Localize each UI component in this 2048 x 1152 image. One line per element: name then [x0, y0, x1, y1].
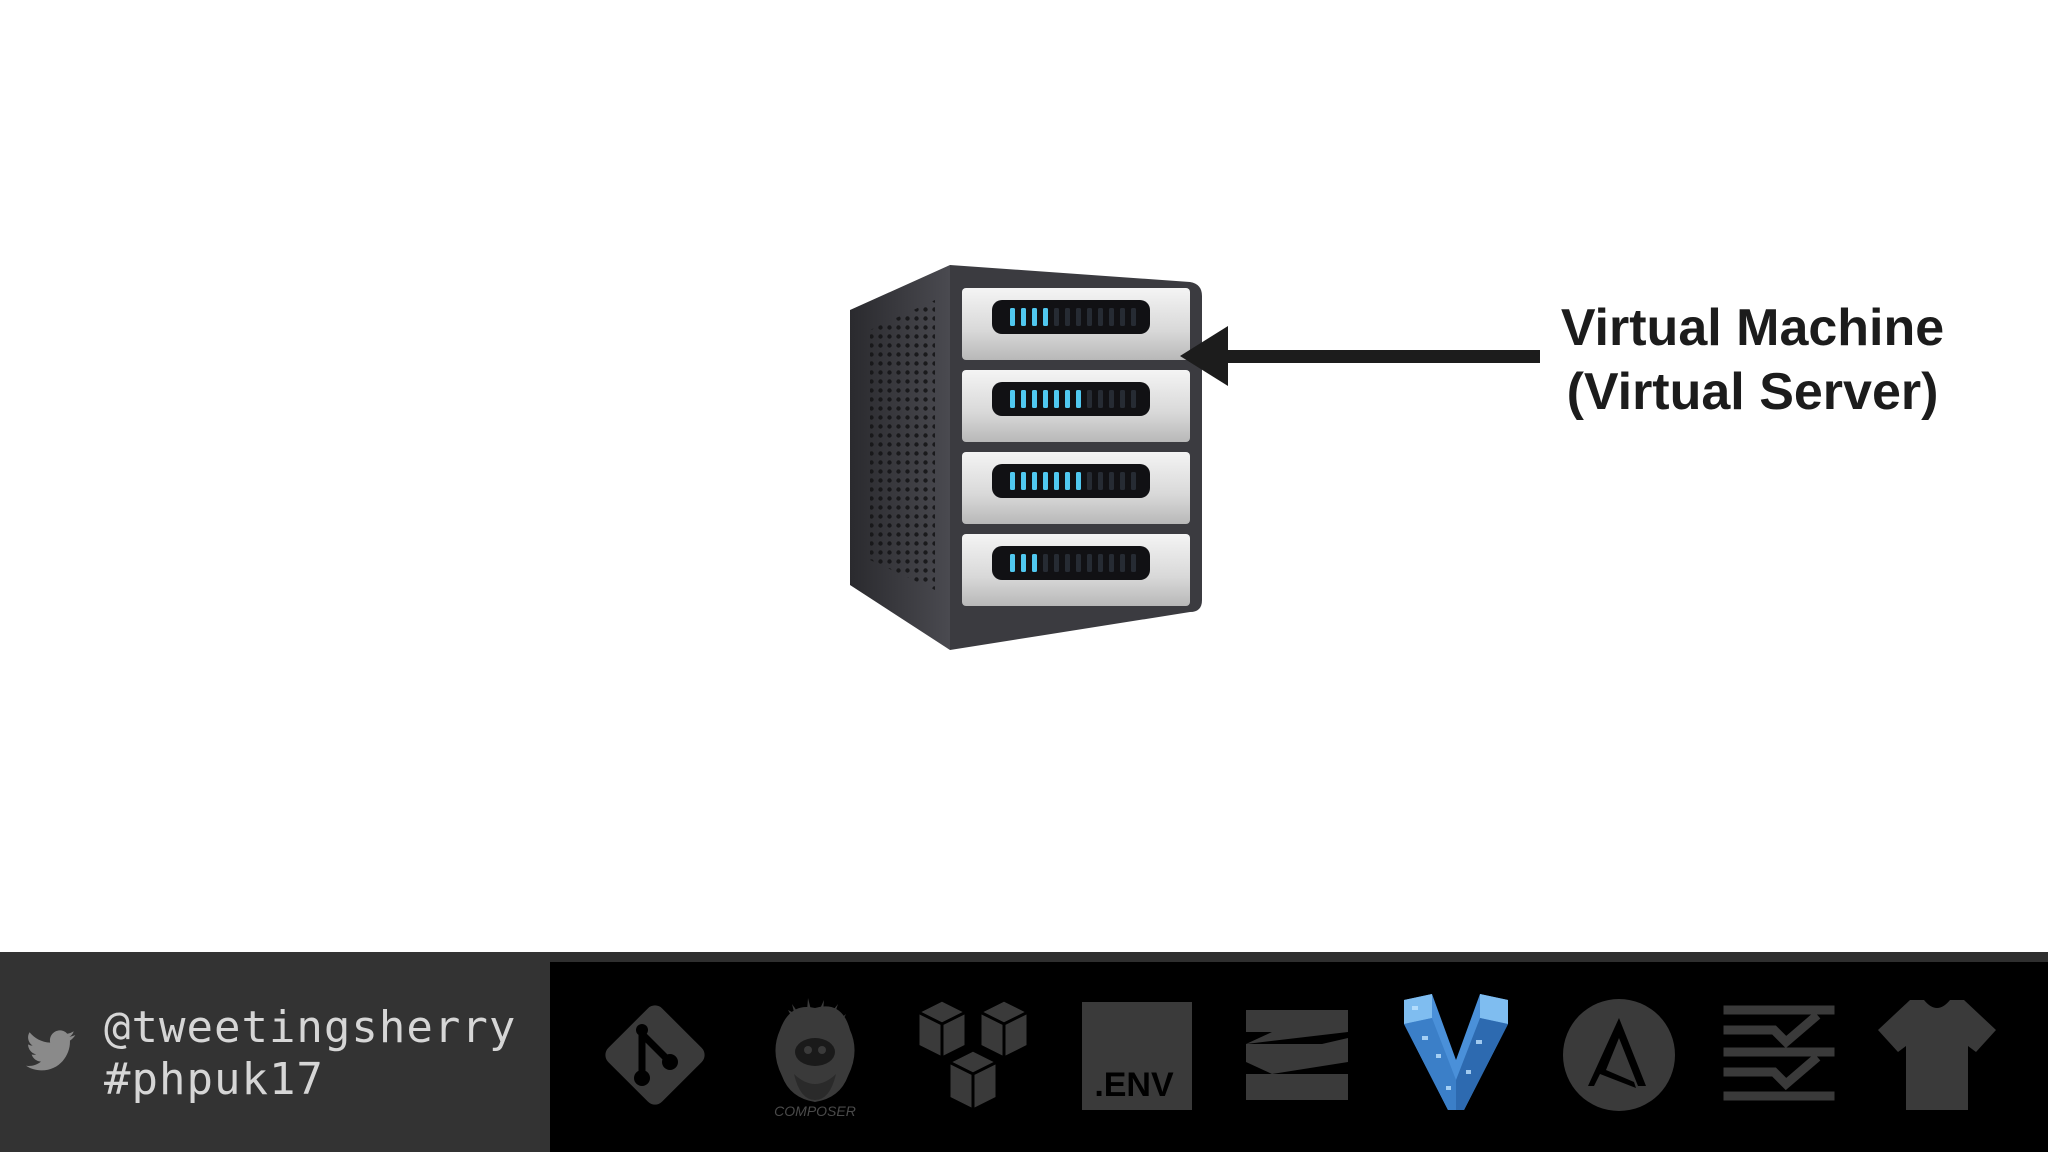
drive-led: [1109, 554, 1114, 572]
drive-led: [1032, 390, 1037, 408]
drive-led: [1021, 554, 1026, 572]
label-line-1: Virtual Machine: [1560, 299, 1945, 357]
drive-led: [1098, 554, 1103, 572]
drive-led: [1065, 390, 1070, 408]
twitter-handle[interactable]: @tweetingsherry: [104, 1002, 517, 1053]
drive-led: [1131, 554, 1136, 572]
drive-led: [1010, 390, 1015, 408]
drive-led: [1010, 554, 1015, 572]
footer-divider: [0, 952, 2048, 962]
drive-led: [1120, 390, 1125, 408]
drive-led: [1087, 472, 1092, 490]
drive-slot: [992, 300, 1150, 334]
event-hashtag[interactable]: #phpuk17: [104, 1054, 324, 1105]
drive-led: [1032, 308, 1037, 326]
composer-icon: COMPOSER: [750, 990, 880, 1120]
vagrant-icon: [1392, 990, 1522, 1120]
drive-led: [1131, 390, 1136, 408]
drive-led: [1098, 472, 1103, 490]
drive-led: [1120, 308, 1125, 326]
drive-led: [1054, 308, 1059, 326]
drive-led: [1131, 308, 1136, 326]
drive-slot: [992, 382, 1150, 416]
drive-led: [1109, 390, 1114, 408]
env-icon: .ENV: [1072, 990, 1202, 1120]
git-icon: [590, 990, 720, 1120]
drive-led: [1054, 554, 1059, 572]
shirt-icon: [1872, 990, 2002, 1120]
drive-led: [1131, 472, 1136, 490]
drive-led: [1120, 472, 1125, 490]
drive-slot: [992, 464, 1150, 498]
drive-led: [1043, 472, 1048, 490]
aws-cubes-icon: [910, 990, 1040, 1120]
label-line-2: (Virtual Server): [1566, 363, 1939, 421]
drive-led: [1021, 472, 1026, 490]
drive-led: [1054, 390, 1059, 408]
env-text: .ENV: [1094, 1066, 1174, 1104]
drive-led: [1021, 390, 1026, 408]
drive-led: [1065, 554, 1070, 572]
drive-led: [1076, 554, 1081, 572]
drive-led: [1043, 390, 1048, 408]
drive-led: [1109, 308, 1114, 326]
drive-led: [1043, 554, 1048, 572]
drive-led: [1076, 308, 1081, 326]
drive-led: [1043, 308, 1048, 326]
drive-led: [1098, 308, 1103, 326]
virtual-machine-label: Virtual Machine (Virtual Server): [1530, 296, 1975, 424]
drive-led: [1032, 554, 1037, 572]
server-bays: [962, 288, 1190, 606]
drive-led: [1010, 308, 1015, 326]
drive-slot: [992, 546, 1150, 580]
drive-led: [1087, 308, 1092, 326]
twitter-bird-icon: [26, 1030, 76, 1071]
drive-led: [1021, 308, 1026, 326]
server-rack-icon: [850, 265, 1202, 650]
drive-led: [1032, 472, 1037, 490]
composer-caption: COMPOSER: [774, 1103, 856, 1119]
drive-led: [1109, 472, 1114, 490]
drive-led: [1076, 390, 1081, 408]
drive-led: [1065, 308, 1070, 326]
drive-led: [1065, 472, 1070, 490]
drive-led: [1054, 472, 1059, 490]
checklist-icon: [1714, 990, 1844, 1120]
drive-led: [1087, 390, 1092, 408]
drive-led: [1010, 472, 1015, 490]
zend-icon: [1232, 990, 1362, 1120]
drive-led: [1076, 472, 1081, 490]
drive-led: [1098, 390, 1103, 408]
arrow-left-icon: [1180, 326, 1540, 386]
social-panel: [0, 952, 550, 1152]
drive-led: [1087, 554, 1092, 572]
ansible-icon: [1554, 990, 1684, 1120]
drive-led: [1120, 554, 1125, 572]
